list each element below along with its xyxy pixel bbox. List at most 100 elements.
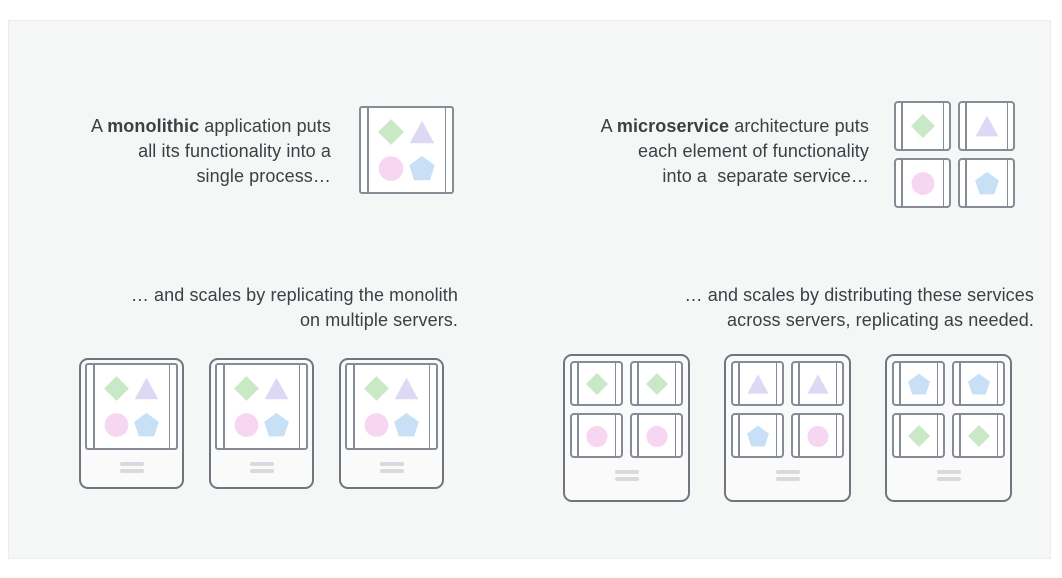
server-vent-bars [379, 462, 404, 473]
caption-text: single process… [196, 166, 331, 186]
server-box [885, 354, 1012, 502]
microservice-box [894, 158, 951, 208]
server-box [209, 358, 314, 489]
monolith-box [85, 363, 178, 450]
diamond-icon [103, 376, 129, 402]
circle-icon [378, 156, 404, 181]
caption-text: A [600, 116, 617, 136]
circle-icon [645, 425, 668, 447]
triangle-icon [264, 377, 289, 400]
microservice-box [952, 413, 1005, 458]
monolith-box [359, 106, 454, 194]
server-vent-bar [775, 477, 800, 481]
pentagon-icon [394, 412, 420, 437]
caption-bold-term: monolithic [107, 116, 200, 136]
circle-icon [104, 412, 129, 437]
microservice-box [570, 413, 623, 458]
monolith-box [345, 363, 438, 450]
circle-icon [911, 172, 934, 195]
monolith-shapes [96, 365, 167, 448]
server-vent-bar [614, 470, 639, 474]
server-box [724, 354, 851, 502]
microservice-box [958, 158, 1015, 208]
server-vent-bar [379, 469, 404, 473]
microservices-figure [894, 101, 1015, 208]
server-vent-bar [249, 469, 274, 473]
pentagon-icon [134, 412, 160, 437]
diagram-card: A monolithic application puts all its fun… [8, 20, 1051, 559]
microservice-box [791, 361, 844, 406]
caption-text: all its functionality into a [138, 141, 331, 161]
server-vent-bars [249, 462, 274, 473]
pentagon-icon [907, 373, 930, 395]
server-box [79, 358, 184, 489]
pentagon-icon [967, 373, 990, 395]
circle-icon [585, 425, 608, 447]
monolith-shapes [226, 365, 297, 448]
microservice-box [958, 101, 1015, 151]
caption-bold-term: microservice [616, 116, 730, 136]
server-vent-bar [379, 462, 404, 466]
microservice-box [731, 361, 784, 406]
microservice-box [892, 413, 945, 458]
server-vent-bar [249, 462, 274, 466]
microservice-servers-row [563, 354, 1012, 502]
server-vent-bars [936, 470, 961, 481]
microservice-box [894, 101, 951, 151]
triangle-icon [134, 377, 159, 400]
caption-text: across servers, replicating as needed. [727, 310, 1034, 330]
caption-text: each element of functionality [637, 141, 869, 161]
triangle-icon [409, 120, 435, 144]
monolith-figure [359, 106, 454, 194]
circle-icon [806, 425, 829, 447]
triangle-icon [975, 115, 998, 137]
server-box [563, 354, 690, 502]
server-vent-bars [775, 470, 800, 481]
microservice-box [630, 361, 683, 406]
pentagon-icon [409, 155, 436, 181]
server-microservices-grid [570, 361, 683, 458]
server-vent-bar [936, 470, 961, 474]
diamond-icon [363, 376, 389, 402]
monolith-intro-caption: A monolithic application puts all its fun… [31, 114, 331, 189]
diamond-icon [585, 372, 608, 395]
caption-text: on multiple servers. [299, 310, 458, 330]
pentagon-icon [264, 412, 290, 437]
microservice-box [630, 413, 683, 458]
microservice-intro-caption: A microservice architecture puts each ele… [549, 114, 869, 189]
server-microservices-grid [731, 361, 844, 458]
microservice-box [952, 361, 1005, 406]
server-vent-bar [614, 477, 639, 481]
diamond-icon [907, 424, 930, 447]
server-vent-bars [614, 470, 639, 481]
circle-icon [364, 412, 389, 437]
server-box [339, 358, 444, 489]
server-vent-bar [119, 462, 144, 466]
monolith-scale-caption: … and scales by replicating the monolith… [68, 283, 458, 333]
monolith-shapes [370, 108, 443, 192]
diamond-icon [645, 372, 668, 395]
server-microservices-grid [892, 361, 1005, 458]
microservice-box [570, 361, 623, 406]
microservice-box [892, 361, 945, 406]
caption-text: A [90, 116, 108, 136]
pentagon-icon [974, 171, 999, 195]
diamond-icon [377, 119, 404, 145]
caption-text: … and scales by distributing these servi… [684, 285, 1034, 305]
triangle-icon [394, 377, 419, 400]
caption-text: application puts [199, 116, 331, 136]
diamond-icon [910, 114, 935, 138]
caption-text: … and scales by replicating the monolith [130, 285, 458, 305]
triangle-icon [806, 373, 829, 394]
caption-text: into a separate service… [662, 166, 869, 186]
microservice-box [791, 413, 844, 458]
server-vent-bar [936, 477, 961, 481]
caption-text: architecture puts [729, 116, 869, 136]
pentagon-icon [746, 425, 769, 447]
monolith-servers-row [79, 358, 444, 489]
diamond-icon [233, 376, 259, 402]
monolith-box [215, 363, 308, 450]
microservice-scale-caption: … and scales by distributing these servi… [614, 283, 1034, 333]
diamond-icon [967, 424, 990, 447]
microservice-box [731, 413, 784, 458]
